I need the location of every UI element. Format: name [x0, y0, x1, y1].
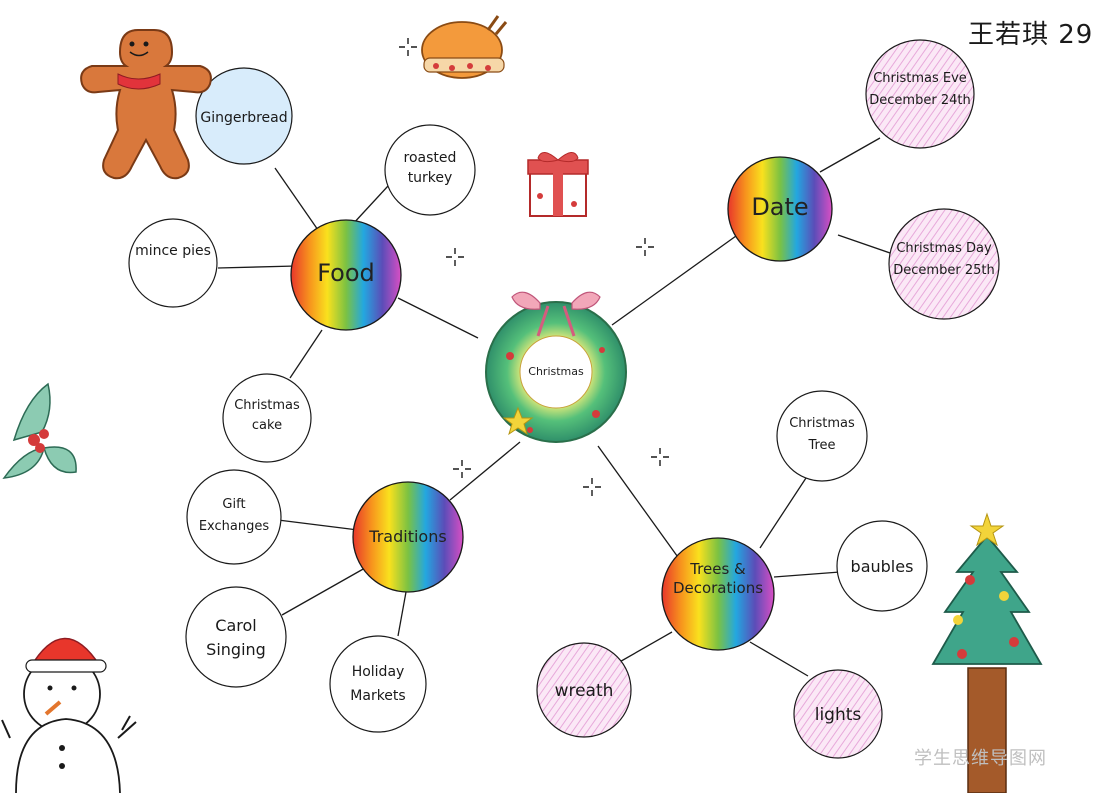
leaf-lights: lights — [793, 669, 883, 759]
christmas-tree-text: Christmas Tree — [789, 416, 855, 453]
tree-star-icon — [969, 512, 1005, 547]
leaf-holiday-markets: Holiday Markets — [329, 635, 427, 733]
ribbon-icon — [536, 305, 576, 337]
connector-lines — [217, 137, 891, 677]
svg-text:wreath: wreath — [555, 681, 614, 701]
christmas-day-text: Christmas Day December 25th — [893, 241, 995, 278]
leaf-mince-pies: mince pies — [128, 218, 218, 308]
leaf-baubles: baubles — [836, 520, 928, 612]
center-node: Christmas — [485, 291, 627, 443]
center-label: Christmas — [528, 365, 584, 378]
holly-icon — [2, 382, 77, 479]
snowman-icon — [1, 637, 137, 793]
mince-pies-text: mince pies — [135, 243, 211, 259]
star-icon — [502, 406, 534, 436]
trees-label-box: Trees & Decorations — [672, 560, 764, 597]
leaf-gingerbread: Gingerbread — [195, 67, 293, 165]
holiday-markets-text: Holiday Markets — [350, 664, 406, 704]
svg-text:Gingerbread: Gingerbread — [200, 110, 287, 126]
gift-box-icon — [527, 152, 589, 217]
carol-singing-text: Carol Singing — [206, 616, 266, 659]
branch-traditions: Traditions — [352, 481, 464, 593]
leaf-christmas-eve: Christmas Eve December 24th — [865, 39, 975, 149]
wreath-inner — [519, 335, 593, 409]
branch-trees-decorations: Trees & Decorations — [661, 537, 775, 651]
branch-food: Food — [290, 219, 402, 331]
leaf-christmas-tree: Christmas Tree — [776, 390, 868, 482]
trees-label: Trees & Decorations — [672, 560, 764, 597]
gift-exchanges-text: Gift Exchanges — [198, 497, 270, 534]
svg-text:baubles: baubles — [851, 557, 914, 576]
branch-date: Date — [727, 156, 833, 262]
christmas-cake-text: Christmas cake — [234, 398, 300, 433]
sparkle-icon — [399, 38, 669, 496]
roast-turkey-icon — [421, 15, 508, 79]
leaf-roasted-turkey: roasted turkey — [384, 124, 476, 216]
christmas-tree-icon — [931, 512, 1043, 793]
traditions-label: Traditions — [368, 527, 446, 546]
watermark: 学生思维导图网 — [914, 748, 1047, 769]
leaf-gift-exchanges: Gift Exchanges — [186, 469, 282, 565]
christmas-eve-text: Christmas Eve December 24th — [869, 71, 971, 108]
leaf-carol-singing: Carol Singing — [185, 586, 287, 688]
leaf-wreath: wreath — [536, 642, 632, 738]
leaf-christmas-cake: Christmas cake — [222, 373, 312, 463]
leaf-christmas-day: Christmas Day December 25th — [888, 208, 1000, 320]
date-label: Date — [751, 193, 808, 221]
roasted-turkey-text: roasted turkey — [403, 150, 457, 186]
bow-icon — [511, 291, 601, 310]
gingerbread-man-icon — [80, 29, 212, 180]
svg-text:lights: lights — [815, 705, 862, 725]
food-label: Food — [317, 259, 375, 287]
author-name: 王若琪 29 — [968, 20, 1093, 50]
